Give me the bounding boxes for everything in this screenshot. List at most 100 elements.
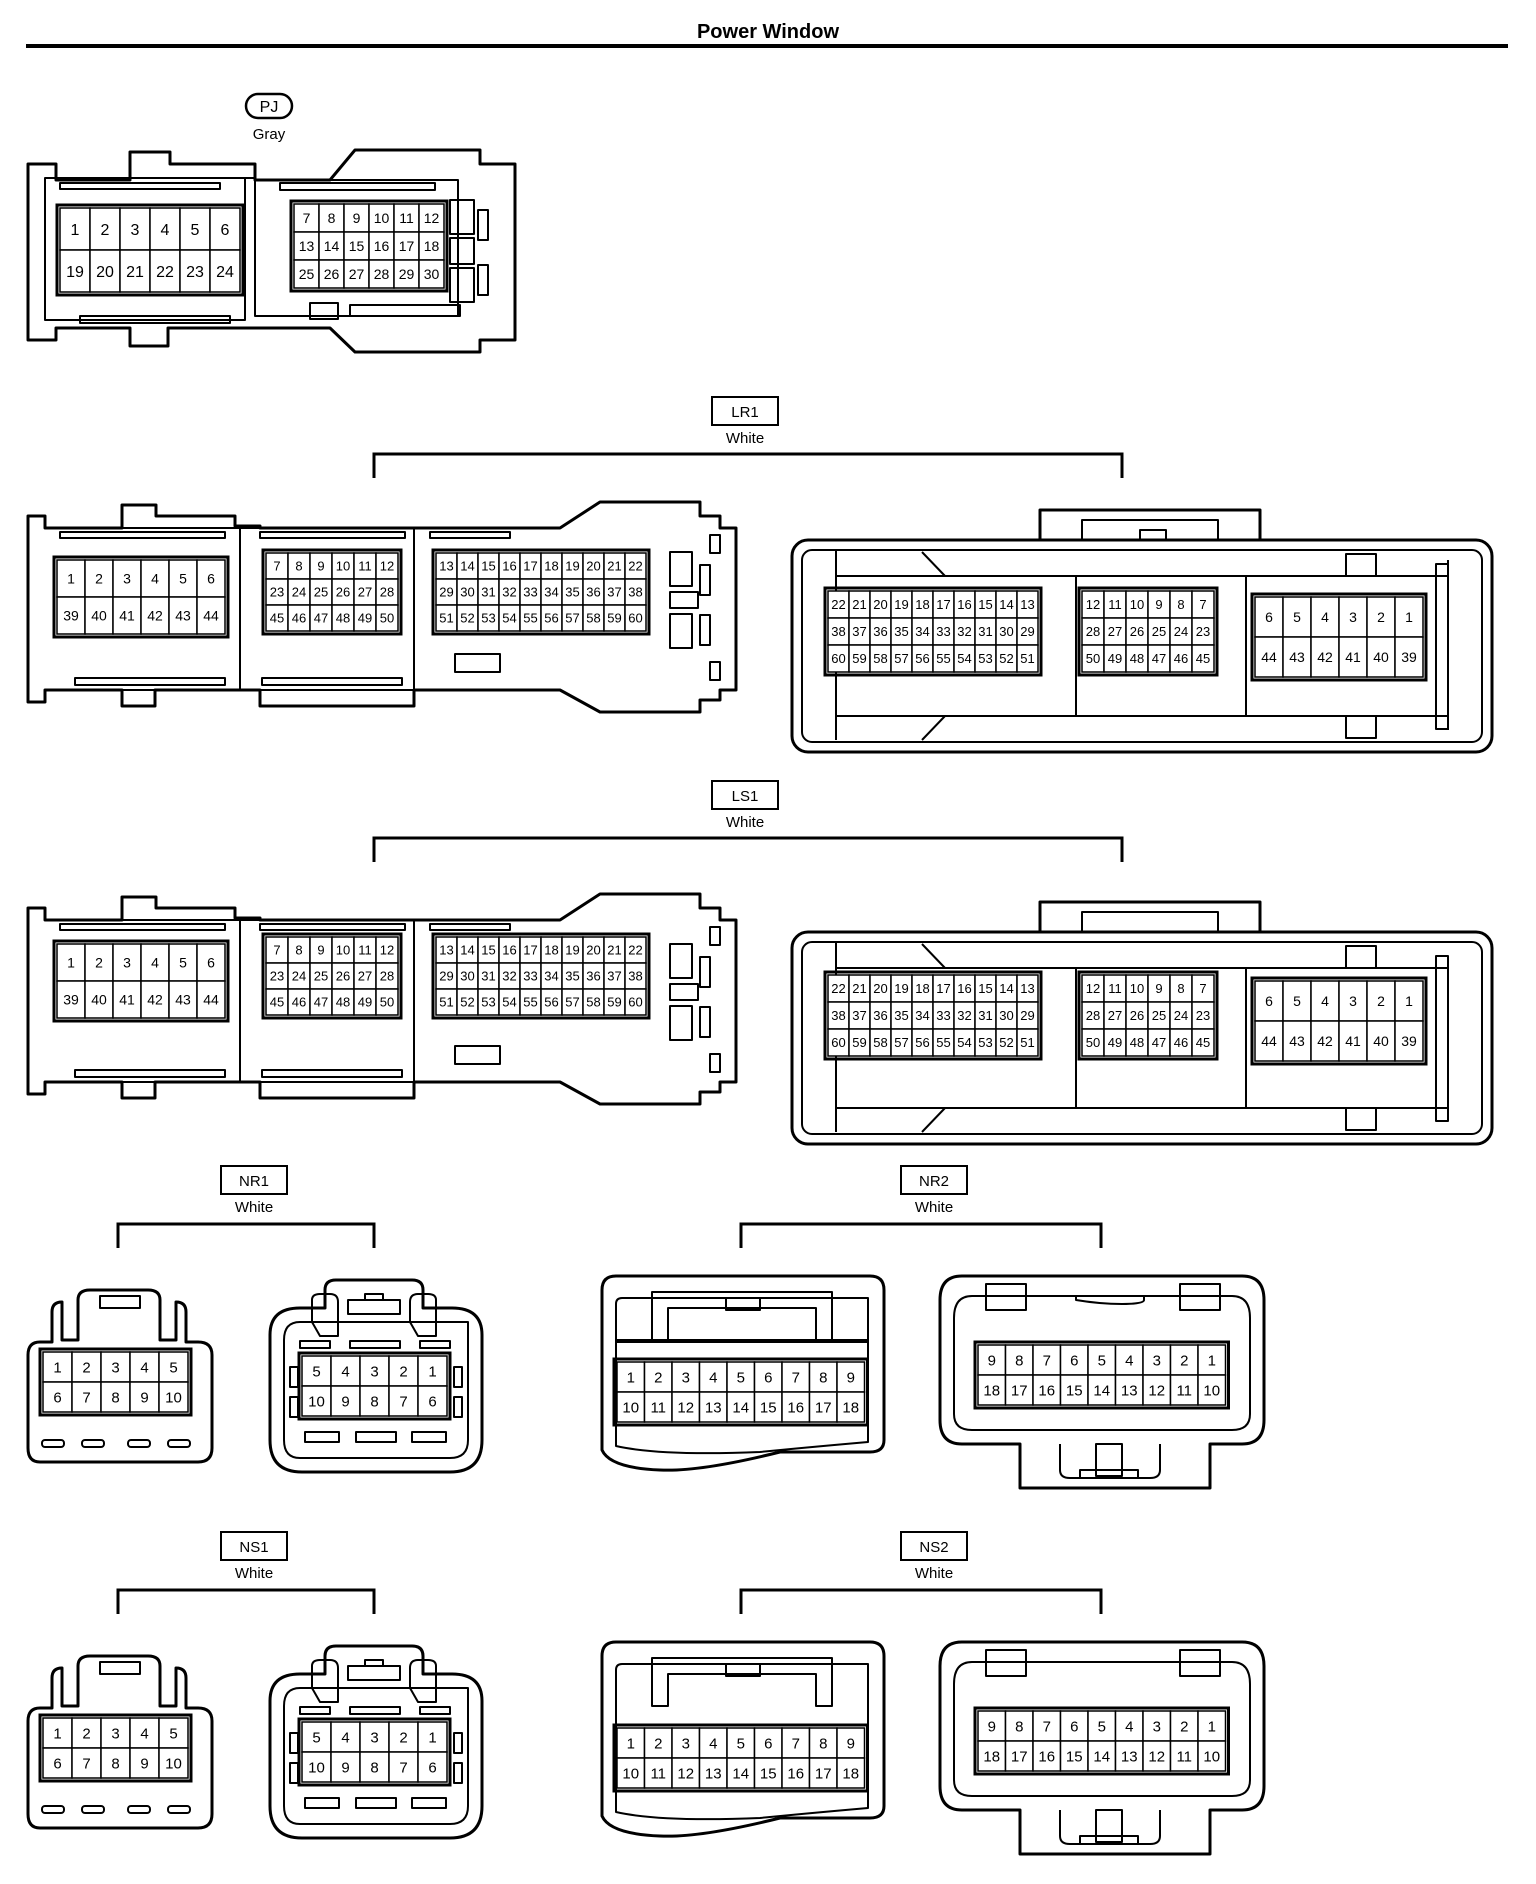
pin-number: 60 (628, 611, 642, 626)
pin-number: 12 (1148, 1748, 1165, 1765)
pin-number: 12 (380, 559, 394, 574)
pin-number: 26 (1130, 1008, 1144, 1023)
pin-number: 4 (1321, 993, 1329, 1009)
pin-number: 35 (565, 969, 579, 984)
pin-number: 33 (523, 969, 537, 984)
pin-number: 59 (852, 1035, 866, 1050)
pin-number: 51 (1020, 651, 1034, 666)
pin-number: 8 (328, 210, 336, 226)
pin-number: 54 (502, 611, 516, 626)
pin-number: 41 (119, 992, 135, 1008)
pin-number: 42 (1317, 649, 1333, 665)
pin-number: 22 (156, 264, 174, 281)
pin-number: 57 (894, 1035, 908, 1050)
pin-number: 18 (544, 943, 558, 958)
pin-number: 56 (544, 611, 558, 626)
ns2-male-body (600, 1640, 886, 1838)
pin-number: 39 (1401, 1033, 1417, 1049)
pin-number: 8 (370, 1759, 378, 1776)
pin-number: 43 (1289, 649, 1305, 665)
pin-number: 10 (622, 1399, 639, 1416)
pin-number: 20 (96, 264, 114, 281)
pin-number: 8 (819, 1369, 827, 1386)
pin-number: 39 (63, 992, 79, 1008)
pin-number: 7 (792, 1369, 800, 1386)
pin-number: 28 (374, 266, 390, 282)
pin-number: 20 (873, 597, 887, 612)
pin-number: 16 (1038, 1382, 1055, 1399)
connector-code: NR2 (919, 1173, 949, 1190)
pin-number: 9 (140, 1389, 148, 1406)
pin-number: 30 (999, 1008, 1013, 1023)
pin-number: 30 (424, 266, 440, 282)
pin-number: 16 (502, 943, 516, 958)
pin-number: 14 (999, 981, 1013, 996)
pin-number: 2 (1180, 1718, 1188, 1735)
ls1-female-body (790, 900, 1494, 1146)
pin-number: 28 (1086, 624, 1100, 639)
pin-number: 18 (915, 981, 929, 996)
pin-number: 2 (399, 1729, 407, 1746)
pin-number: 47 (1152, 1035, 1166, 1050)
pin-number: 33 (523, 585, 537, 600)
pin-number: 4 (709, 1735, 717, 1752)
pin-number: 24 (216, 264, 234, 281)
bracket-line (116, 1222, 376, 1248)
pin-number: 11 (1108, 597, 1122, 612)
pin-number: 10 (165, 1389, 182, 1406)
pin-number: 46 (292, 611, 306, 626)
pin-number: 15 (349, 238, 365, 254)
pin-number: 1 (67, 955, 75, 971)
pin-number: 2 (654, 1369, 662, 1386)
pin-number: 37 (607, 585, 621, 600)
pin-number: 7 (1043, 1352, 1051, 1369)
pin-number: 28 (380, 969, 394, 984)
pin-number: 25 (1152, 1008, 1166, 1023)
pin-number: 23 (1196, 1008, 1210, 1023)
pin-number: 40 (1373, 1033, 1389, 1049)
pin-number: 5 (1293, 993, 1301, 1009)
pin-number: 11 (358, 943, 372, 958)
pin-number: 23 (270, 969, 284, 984)
pin-number: 20 (586, 559, 600, 574)
pin-number: 53 (481, 995, 495, 1010)
pin-number: 9 (988, 1352, 996, 1369)
pin-number: 1 (1208, 1352, 1216, 1369)
pin-number: 20 (873, 981, 887, 996)
pin-number: 49 (1108, 651, 1122, 666)
pin-number: 16 (957, 597, 971, 612)
pin-number: 6 (428, 1393, 436, 1410)
pin-number: 41 (1345, 649, 1361, 665)
pin-number: 9 (341, 1759, 349, 1776)
pin-number: 4 (151, 571, 159, 587)
pin-number: 17 (1011, 1382, 1028, 1399)
pin-number: 1 (428, 1363, 436, 1380)
pin-number: 50 (380, 611, 394, 626)
pin-number: 3 (682, 1735, 690, 1752)
pin-number: 5 (1293, 609, 1301, 625)
pin-number: 9 (140, 1755, 148, 1772)
pin-number: 10 (165, 1755, 182, 1772)
pin-number: 52 (460, 611, 474, 626)
connector-color: Gray (253, 126, 286, 143)
pin-number: 52 (999, 1035, 1013, 1050)
pin-number: 27 (349, 266, 365, 282)
pin-number: 48 (336, 995, 350, 1010)
pin-number: 4 (341, 1729, 349, 1746)
pin-number: 56 (915, 1035, 929, 1050)
pin-number: 17 (523, 943, 537, 958)
pin-number: 53 (978, 1035, 992, 1050)
pin-number: 44 (203, 608, 219, 624)
pin-number: 50 (1086, 1035, 1100, 1050)
pin-number: 42 (147, 992, 163, 1008)
pin-number: 16 (1038, 1748, 1055, 1765)
pin-number: 32 (502, 585, 516, 600)
